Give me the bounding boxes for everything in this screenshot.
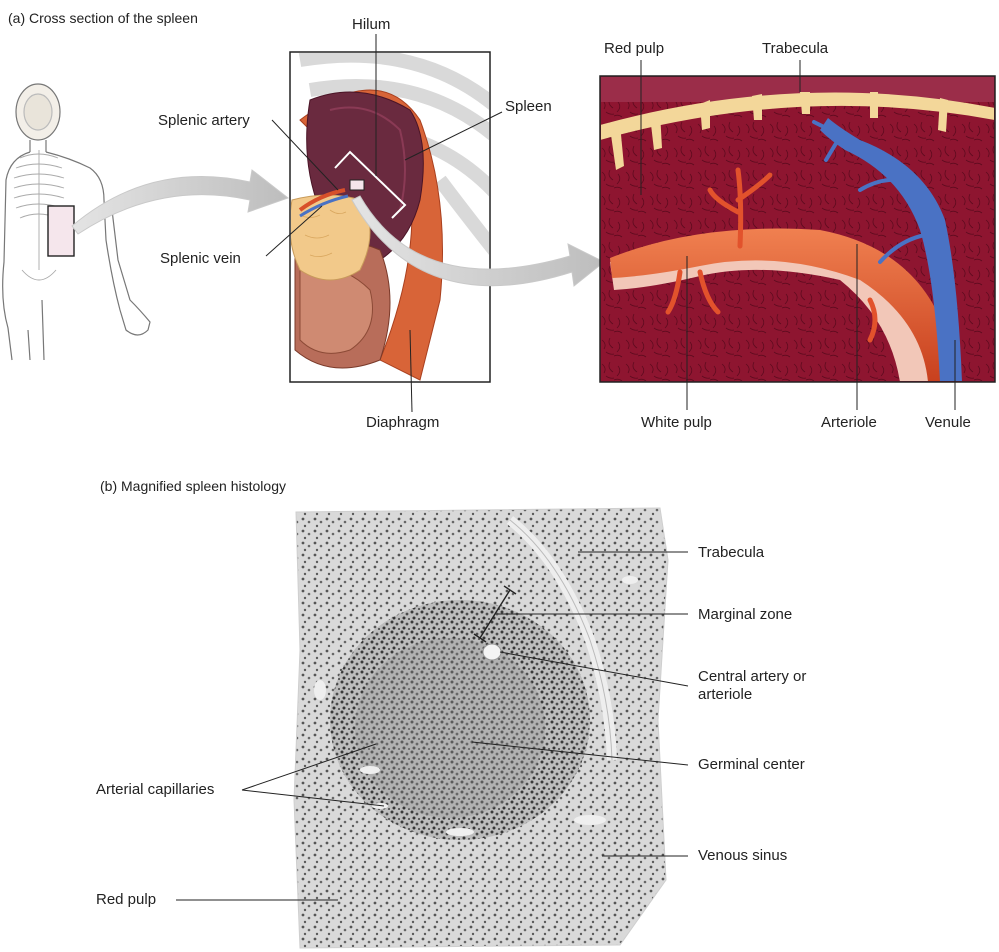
label-trabecula-a: Trabecula xyxy=(762,40,828,58)
label-spleen: Spleen xyxy=(505,98,552,116)
panel-b-title: (b) Magnified spleen histology xyxy=(100,478,286,494)
label-red-pulp-b: Red pulp xyxy=(96,891,156,909)
label-splenic-artery: Splenic artery xyxy=(158,112,250,130)
spleen-cross-section-panel xyxy=(290,52,510,382)
label-white-pulp: White pulp xyxy=(641,414,712,432)
spleen-locator-box xyxy=(48,206,74,256)
panel-a-illustration xyxy=(0,0,999,470)
label-marginal-zone: Marginal zone xyxy=(698,606,792,624)
label-central-artery: Central artery or arteriole xyxy=(698,668,838,704)
label-arterial-capillaries: Arterial capillaries xyxy=(96,781,214,799)
label-arteriole: Arteriole xyxy=(821,414,877,432)
spleen-tissue-magnified-panel xyxy=(600,76,995,382)
label-splenic-vein: Splenic vein xyxy=(160,250,241,268)
label-venule: Venule xyxy=(925,414,971,432)
label-hilum: Hilum xyxy=(352,16,390,34)
label-red-pulp-a: Red pulp xyxy=(604,40,664,58)
label-diaphragm: Diaphragm xyxy=(366,414,439,432)
label-trabecula-b: Trabecula xyxy=(698,544,764,562)
label-venous-sinus: Venous sinus xyxy=(698,847,787,865)
label-germinal-center: Germinal center xyxy=(698,756,805,774)
